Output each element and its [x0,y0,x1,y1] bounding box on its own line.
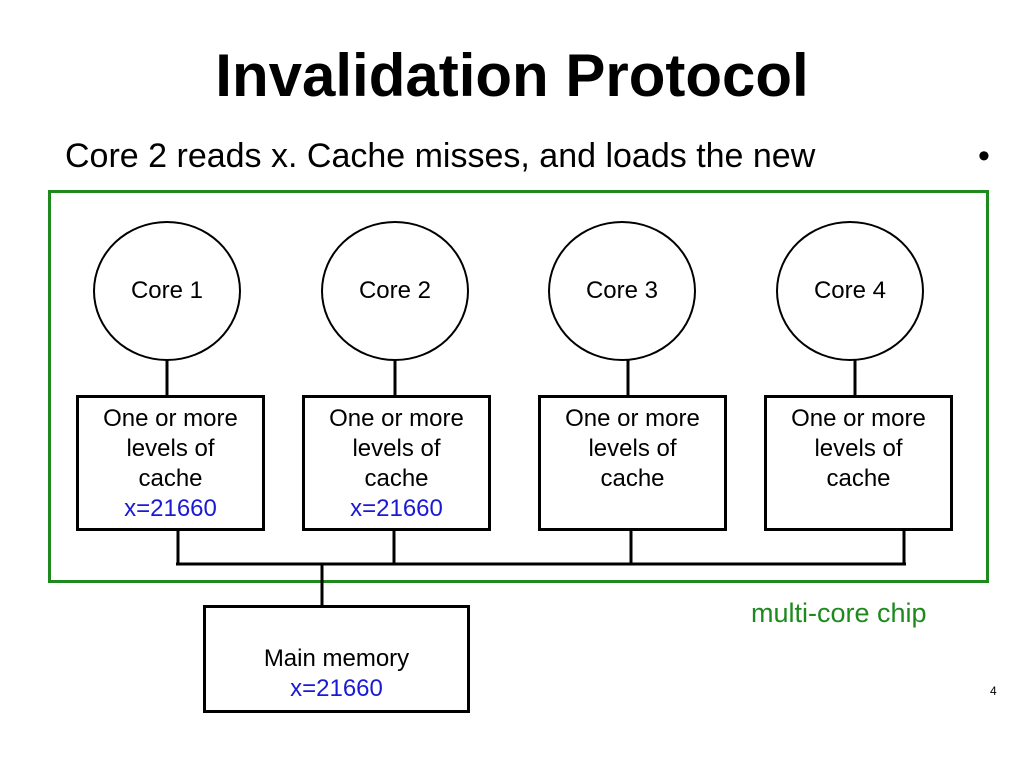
cache-2-value: x=21660 [350,495,443,522]
cache-2-line-1: One or more [329,405,464,432]
page-number: 4 [990,684,997,698]
cache-3-line-3: cache [600,465,665,492]
cache-4-line-3: cache [826,465,891,492]
cache-1-value: x=21660 [124,495,217,522]
cache-1-line-2: levels of [126,435,215,462]
main-memory-value: x=21660 [290,675,383,702]
cache-2: One or more levels of cache x=21660 [302,395,491,531]
cache-3: One or more levels of cache [538,395,727,531]
core-2: Core 2 [321,221,469,361]
cache-1-line-3: cache [138,465,203,492]
bullet-marker: • [978,137,990,175]
core-1-label: Core 1 [130,277,204,304]
core-3-label: Core 3 [585,277,659,304]
cache-4-line-1: One or more [791,405,926,432]
core-3: Core 3 [548,221,696,361]
slide-subtitle: Core 2 reads x. Cache misses, and loads … [65,137,816,175]
cache-2-line-2: levels of [352,435,441,462]
core-4-label: Core 4 [813,277,887,304]
cache-4: One or more levels of cache [764,395,953,531]
multi-core-chip-label: multi-core chip [751,598,927,628]
cache-4-line-2: levels of [814,435,903,462]
main-memory: Main memory x=21660 [203,605,470,713]
cache-3-line-1: One or more [565,405,700,432]
cache-1-line-1: One or more [103,405,238,432]
main-memory-label: Main memory [263,645,410,672]
multi-core-chip-boundary [48,190,989,583]
cache-1: One or more levels of cache x=21660 [76,395,265,531]
cache-3-line-2: levels of [588,435,677,462]
core-1: Core 1 [93,221,241,361]
cache-2-line-3: cache [364,465,429,492]
core-2-label: Core 2 [358,277,432,304]
core-4: Core 4 [776,221,924,361]
slide-title: Invalidation Protocol [215,42,809,109]
